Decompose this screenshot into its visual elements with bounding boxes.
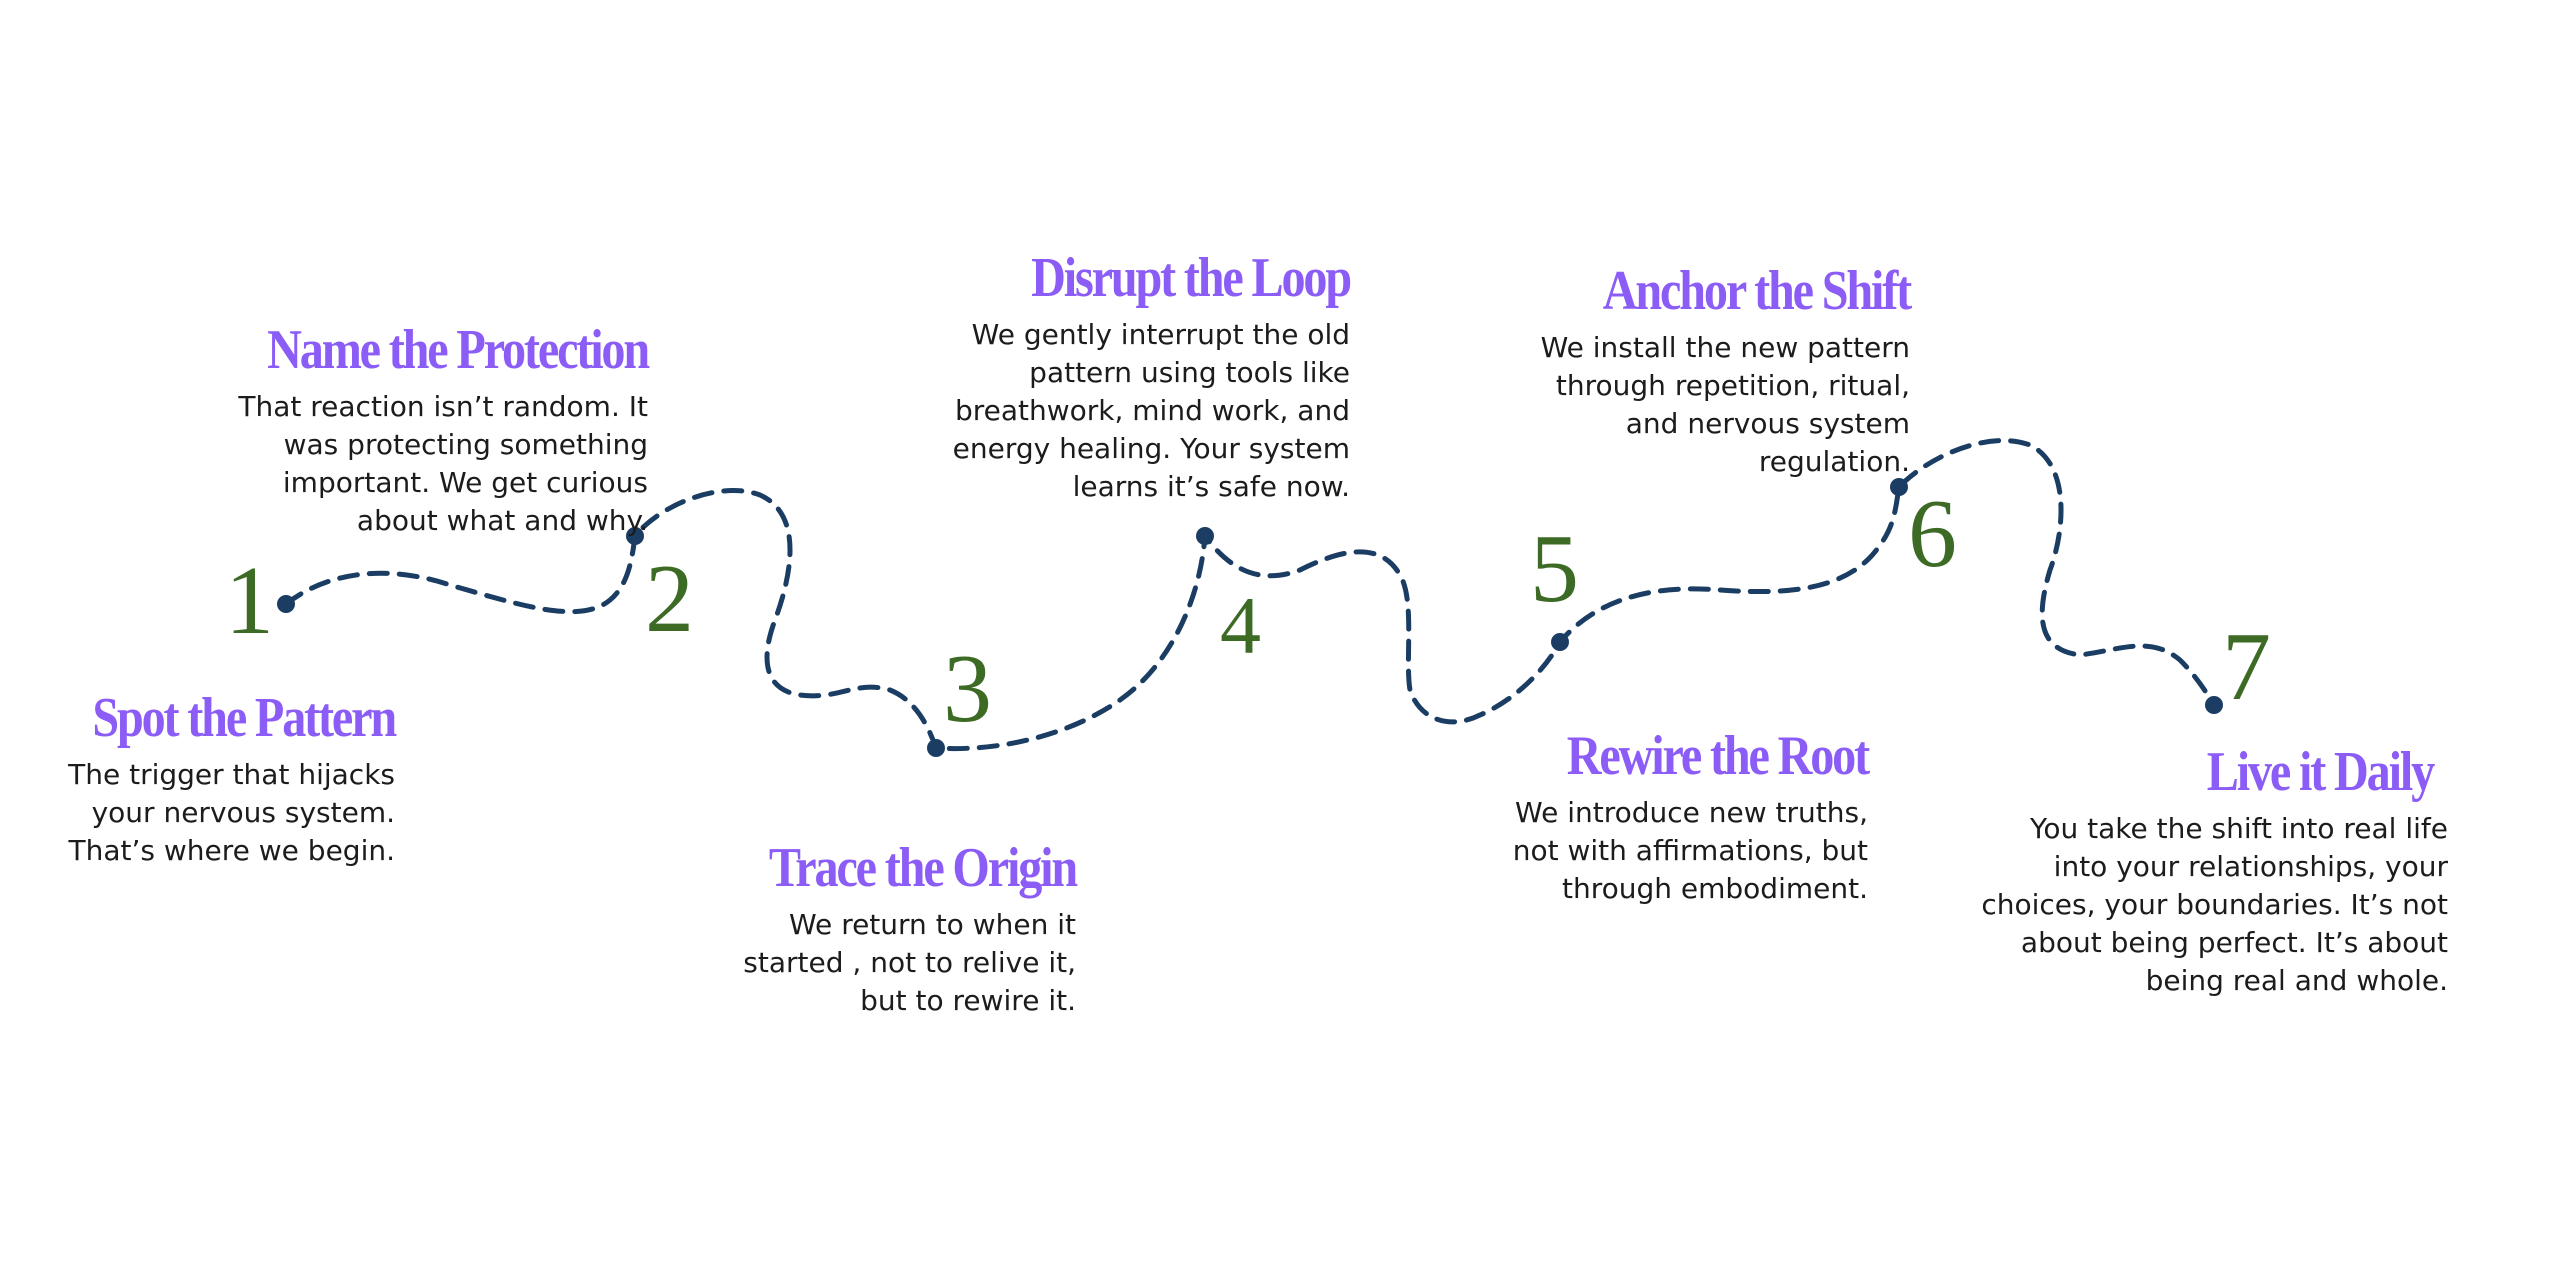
step-number-5: 5 xyxy=(1530,515,1579,623)
step-dot-3 xyxy=(927,739,945,757)
description-line: energy healing. Your system xyxy=(952,432,1350,465)
step-dot-7 xyxy=(2205,696,2223,714)
step-title: Rewire the Root xyxy=(1566,725,1870,787)
step-number-6: 6 xyxy=(1908,480,1957,588)
description-line: You take the shift into real life xyxy=(2030,812,2448,845)
step-5: Rewire the Root We introduce new truths,… xyxy=(1448,725,1870,908)
step-dot-6 xyxy=(1890,478,1908,496)
description-line: learns it’s safe now. xyxy=(1072,470,1350,503)
description-line: regulation. xyxy=(1758,445,1910,478)
step-1: Spot the Pattern The trigger that hijack… xyxy=(35,687,397,870)
step-7: Live it Daily You take the shift into re… xyxy=(1948,744,2448,1000)
step-2: Name the Protection That reaction isn’t … xyxy=(188,319,650,540)
description-line: not with affirmations, but xyxy=(1512,834,1868,867)
description-line: The trigger that hijacks xyxy=(68,758,395,791)
description-line: choices, your boundaries. It’s not xyxy=(1981,888,2448,921)
step-description: We introduce new truths, not with affirma… xyxy=(1448,794,1868,908)
step-description: You take the shift into real life into yo… xyxy=(1948,810,2448,1000)
description-line: into your relationships, your xyxy=(2053,850,2448,883)
step-description: That reaction isn’t random. It was protec… xyxy=(188,388,648,540)
step-number-1: 1 xyxy=(225,547,274,655)
description-line: was protecting something xyxy=(283,428,648,461)
description-line: That’s where we begin. xyxy=(68,834,396,867)
step-title: Spot the Pattern xyxy=(92,687,397,749)
description-line: through embodiment. xyxy=(1561,872,1868,905)
step-dot-5 xyxy=(1551,633,1569,651)
step-title: Disrupt the Loop xyxy=(1031,247,1352,309)
description-line: That reaction isn’t random. It xyxy=(238,390,648,423)
step-title: Trace the Origin xyxy=(768,837,1078,899)
step-number-3: 3 xyxy=(943,635,992,743)
description-line: and nervous system xyxy=(1625,407,1910,440)
description-line: important. We get curious xyxy=(282,466,648,499)
step-description: We install the new pattern through repeti… xyxy=(1490,329,1910,481)
description-line: about being perfect. It’s about xyxy=(2020,926,2448,959)
step-6: Anchor the Shift We install the new patt… xyxy=(1490,260,1913,481)
description-line: breathwork, mind work, and xyxy=(954,394,1350,427)
description-line: your nervous system. xyxy=(91,796,395,829)
step-dot-4 xyxy=(1196,527,1214,545)
step-dot-1 xyxy=(277,595,295,613)
description-line: We gently interrupt the old xyxy=(971,318,1350,351)
step-title: Anchor the Shift xyxy=(1602,260,1912,322)
step-dot-2 xyxy=(626,527,644,545)
description-line: pattern using tools like xyxy=(1029,356,1350,389)
dashed-path xyxy=(283,438,2217,752)
description-line: through repetition, ritual, xyxy=(1555,369,1910,402)
description-line: We introduce new truths, xyxy=(1515,796,1868,829)
step-4: Disrupt the Loop We gently interrupt the… xyxy=(890,247,1353,506)
description-line: We install the new pattern xyxy=(1540,331,1910,364)
step-description: The trigger that hijacks your nervous sys… xyxy=(35,756,395,870)
description-line: started , not to relive it, xyxy=(743,946,1076,979)
description-line: being real and whole. xyxy=(2145,964,2448,997)
step-title: Live it Daily xyxy=(2206,741,2435,803)
description-line: We return to when it xyxy=(789,908,1076,941)
description-line: but to rewire it. xyxy=(860,984,1076,1017)
step-3: Trace the Origin We return to when it sta… xyxy=(676,837,1078,1020)
description-line: about what and why. xyxy=(356,504,648,537)
step-number-7: 7 xyxy=(2222,613,2271,721)
step-description: We return to when it started , not to rel… xyxy=(676,906,1076,1020)
step-title: Name the Protection xyxy=(267,319,650,381)
step-number-2: 2 xyxy=(645,545,694,653)
step-description: We gently interrupt the old pattern using… xyxy=(890,316,1350,506)
step-number-4: 4 xyxy=(1220,580,1261,671)
